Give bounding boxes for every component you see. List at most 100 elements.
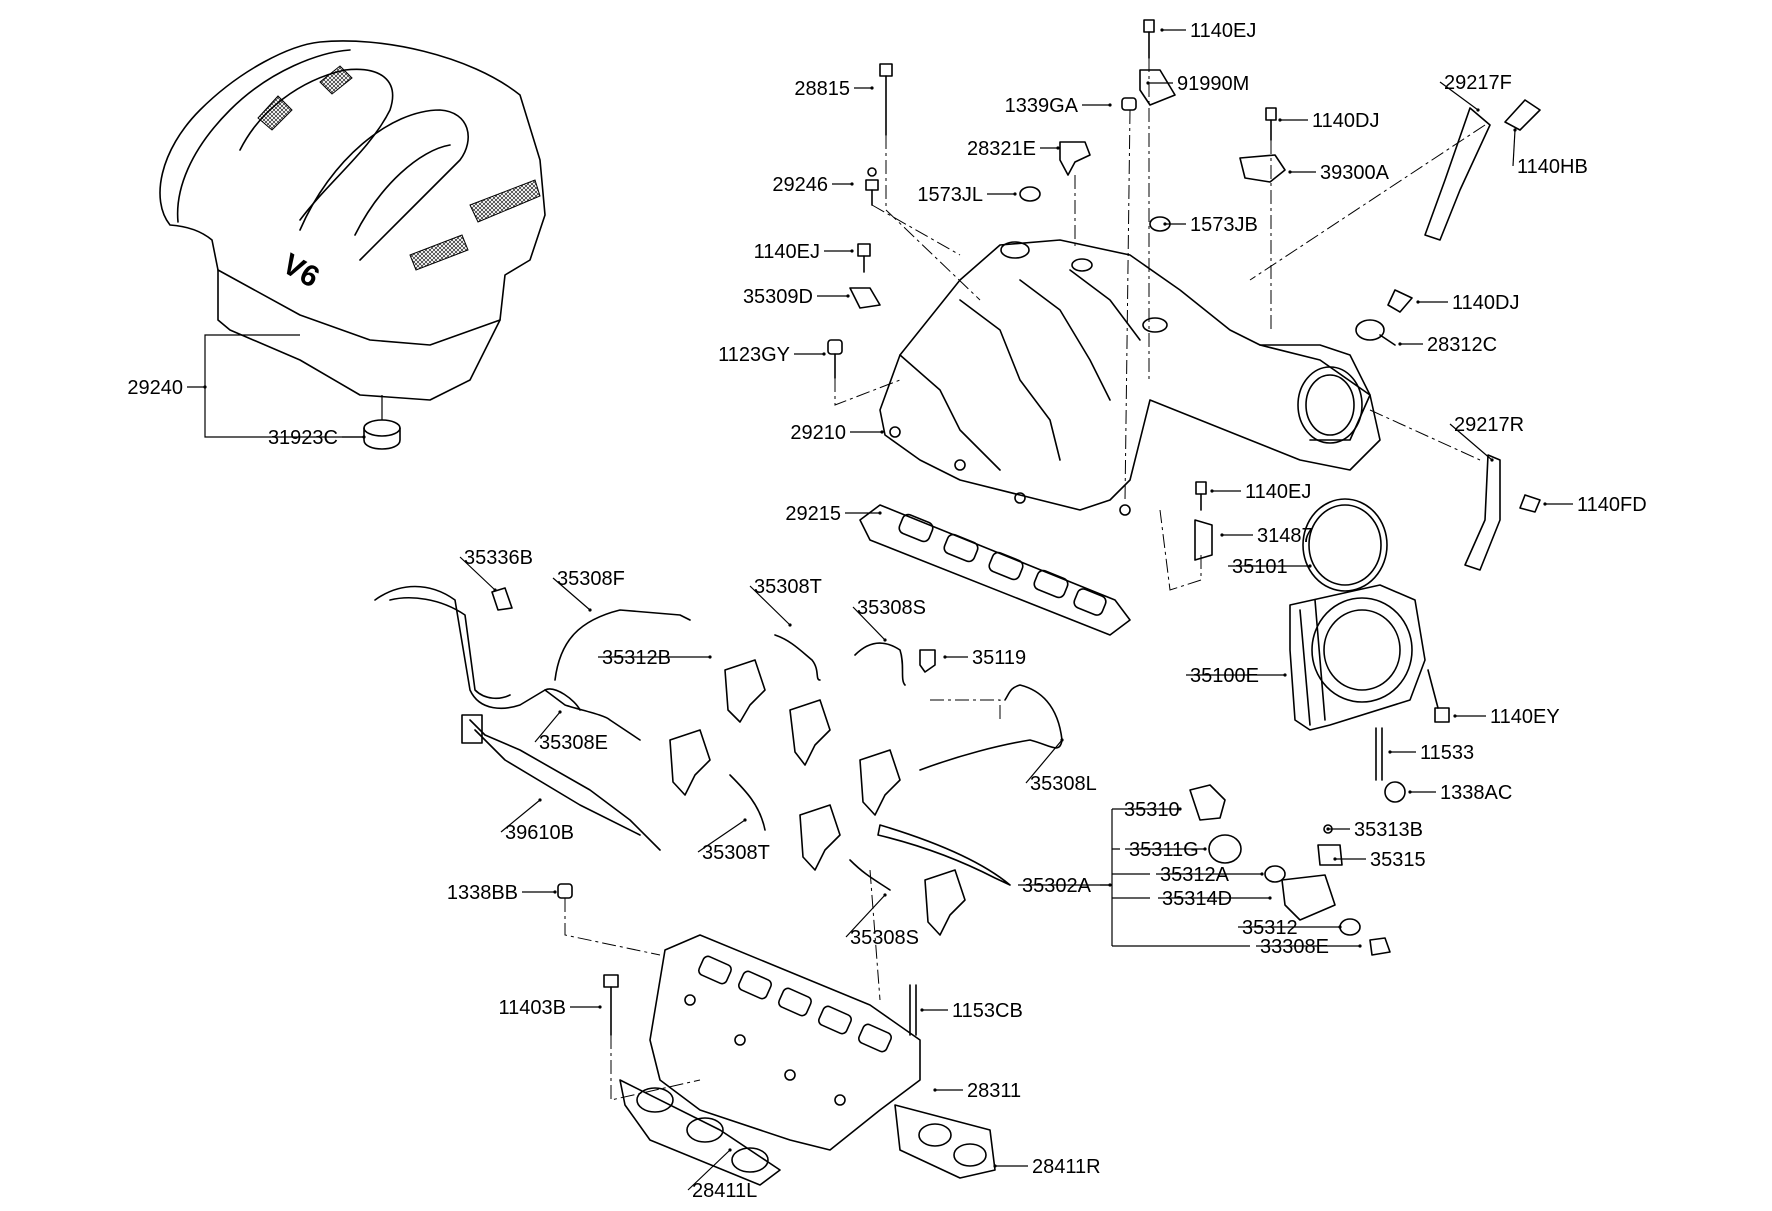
leader-end-11403b [598, 1005, 602, 1009]
leader-end-35101 [1308, 564, 1312, 568]
leader-end-35308f [588, 608, 592, 612]
fuel-injector-2 [789, 699, 831, 766]
leader-end-35100e [1283, 673, 1287, 677]
bolt-29246 [865, 167, 879, 206]
part-label-1153cb: 1153CB [952, 1000, 1023, 1022]
part-label-29217f: 29217F [1444, 72, 1512, 94]
nut-1339ga [1121, 97, 1137, 111]
leader-end-35302a [1108, 883, 1112, 887]
part-label-35336b: 35336B [464, 547, 533, 569]
leader-end-1338bb [553, 890, 557, 894]
harness-39610b [461, 714, 661, 851]
bracket-35309d [849, 287, 881, 309]
bracket-91990m [1139, 69, 1176, 106]
part-label-35309d: 35309D [743, 286, 813, 308]
part-label-39300a: 39300A [1320, 162, 1390, 184]
part-label-35308e: 35308E [539, 732, 608, 754]
leader-end-29210 [880, 430, 884, 434]
part-label-1338ac: 1338AC [1440, 782, 1512, 804]
leader-end-1573jl [1013, 192, 1017, 196]
fuel-injector-6 [924, 869, 966, 936]
leader-end-1339ga [1108, 103, 1112, 107]
leader-end-1123gy [822, 352, 826, 356]
leader-end-35315 [1333, 857, 1337, 861]
leader-end-35312 [1338, 925, 1342, 929]
part-label-1140ey: 1140EY [1490, 706, 1560, 728]
throttle-body-35100e [1289, 584, 1426, 731]
leader-line-39610b [500, 799, 541, 833]
leader-end-28411r [993, 1164, 997, 1168]
part-label-35308l: 35308L [1030, 773, 1097, 795]
part-label-29246: 29246 [772, 174, 828, 196]
part-label-35311g: 35311G [1129, 839, 1199, 861]
callout-labels: 1140EJ91990M288151339GA1140DJ29217F1140H… [127, 20, 1646, 1202]
leader-line-29217r [1449, 423, 1493, 461]
leader-end-35311g [1203, 847, 1207, 851]
bolt-1140ey [1427, 669, 1450, 723]
part-label-35310: 35310 [1124, 799, 1180, 821]
leader-end-35313b [1326, 827, 1330, 831]
gasket-29215 [859, 504, 1131, 636]
part-label-35308s_b: 35308S [850, 927, 919, 949]
intake-manifold-upper [879, 239, 1381, 516]
bolt-1140hb [1504, 99, 1541, 131]
bracket-31487 [1194, 519, 1213, 561]
part-label-35101: 35101 [1232, 556, 1288, 578]
part-label-35302a: 35302A [1022, 875, 1092, 897]
part-label-28815: 28815 [794, 78, 850, 100]
nut-1338bb [557, 883, 573, 899]
leader-end-39300a [1288, 170, 1292, 174]
leader-end-1573jb [1163, 222, 1167, 226]
bolt-1140dj-right [1387, 289, 1413, 313]
part-label-1140dj_b: 1140DJ [1452, 292, 1519, 314]
grommet-31923c [363, 419, 401, 450]
leader-end-31487 [1220, 533, 1224, 537]
part-label-1140ej_a: 1140EJ [1190, 20, 1256, 42]
part-label-28312c: 28312C [1427, 334, 1497, 356]
part-label-29210: 29210 [790, 422, 846, 444]
leader-end-91990m [1146, 81, 1150, 85]
leader-end-29246 [850, 182, 854, 186]
part-label-35308t_b: 35308T [702, 842, 770, 864]
part-label-29217r: 29217R [1454, 414, 1524, 436]
leader-end-35308s_a [883, 638, 887, 642]
fuel-injector-5 [799, 804, 841, 871]
part-label-35308f: 35308F [557, 568, 625, 590]
part-label-1339ga: 1339GA [1005, 95, 1079, 117]
part-label-28411l: 28411L [692, 1180, 757, 1202]
sensor-39300a [1239, 154, 1286, 183]
leader-end-35336b [493, 588, 497, 592]
leader-end-29217f [1476, 108, 1480, 112]
leader-end-35308s_b [883, 893, 887, 897]
part-label-35314d: 35314D [1162, 888, 1232, 910]
part-label-28411r: 28411R [1032, 1156, 1101, 1178]
leader-end-28411l [728, 1148, 732, 1152]
leader-line-35308l [1025, 739, 1063, 784]
sensor-assembly-35302a [1189, 784, 1391, 956]
part-label-35312: 35312 [1242, 917, 1298, 939]
leader-end-35312b [708, 655, 712, 659]
bolt-1140ej-top [1143, 19, 1155, 59]
part-label-28311: 28311 [967, 1080, 1021, 1102]
sensor-28321e [1059, 141, 1091, 176]
leader-line-29217f [1439, 81, 1479, 111]
part-label-35313b: 35313B [1354, 819, 1423, 841]
gasket-28411l [619, 1079, 781, 1186]
part-label-29215: 29215 [785, 503, 841, 525]
stud-1153cb [909, 984, 917, 1036]
nut-1338ac [1384, 781, 1406, 803]
cover-bracket-line [204, 334, 383, 438]
part-label-35312b: 35312B [602, 647, 671, 669]
leader-end-29215 [878, 511, 882, 515]
leader-line-35308s_b [845, 894, 886, 938]
bolt-1140ej-left [857, 243, 871, 273]
stud-11533 [1375, 727, 1383, 781]
part-label-31487: 31487 [1257, 525, 1313, 547]
leader-end-35308t_b [743, 818, 747, 822]
part-label-31923c: 31923C [268, 427, 338, 449]
leader-end-28321e [1056, 146, 1060, 150]
leader-end-35308t_a [788, 623, 792, 627]
gasket-35101 [1302, 498, 1388, 592]
leader-end-1140ej_c [1210, 489, 1214, 493]
